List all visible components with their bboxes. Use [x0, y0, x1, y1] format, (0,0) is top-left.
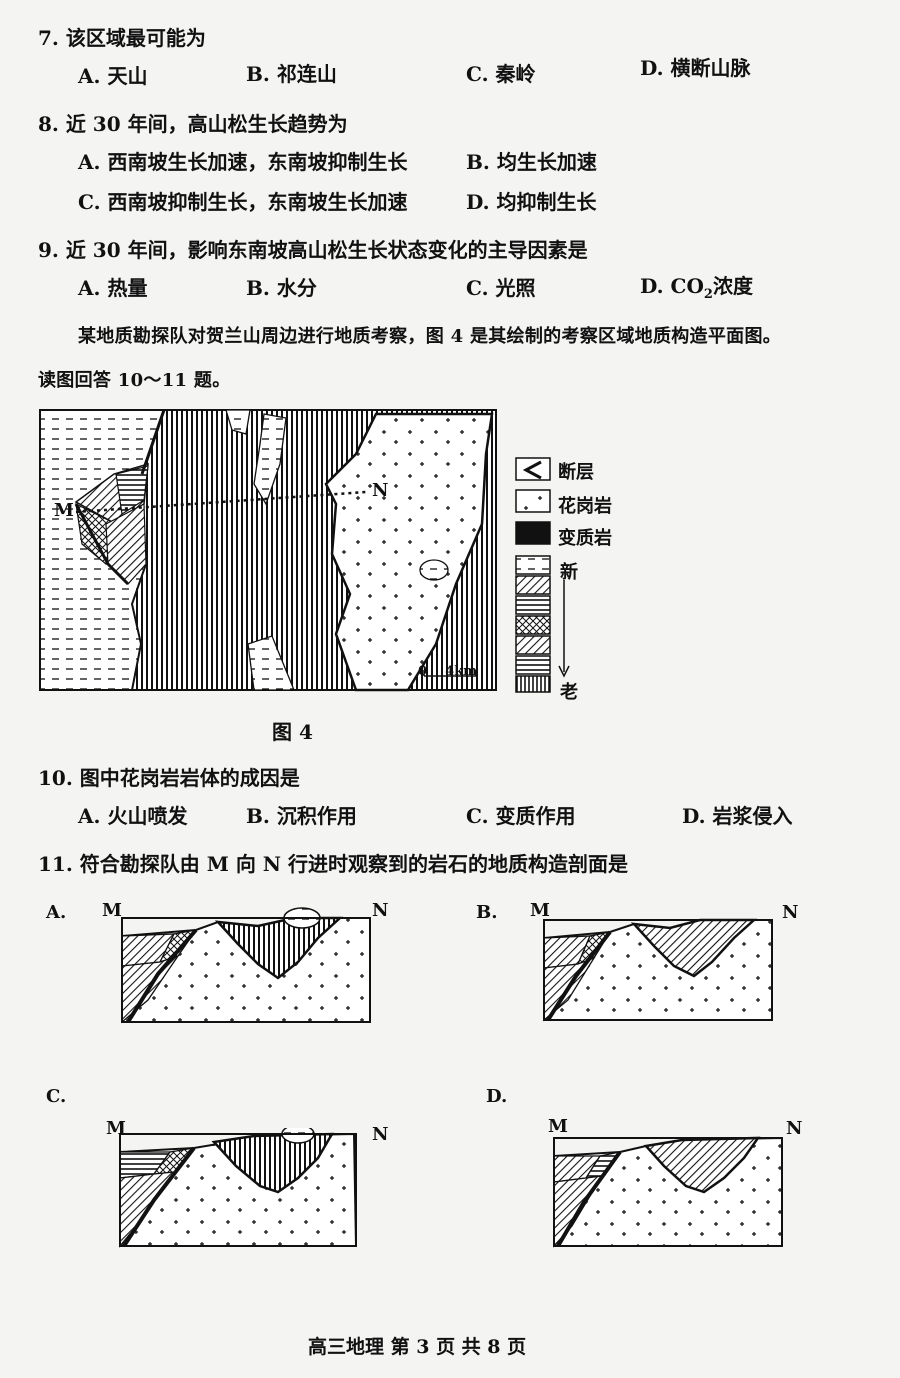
q8-option-b: B. 均生长加速: [466, 150, 597, 174]
legend-new: 新: [560, 562, 578, 583]
figure4-legend: [515, 457, 570, 693]
q7-option-a: A. 天山: [78, 64, 148, 88]
section-b-m: M: [530, 900, 550, 921]
q11-option-b-label: B.: [476, 902, 498, 923]
section-d: [553, 1136, 783, 1248]
q7-option-d: D. 横断山脉: [640, 56, 751, 80]
figure4-map: [39, 409, 570, 693]
q7-option-b: B. 祁连山: [246, 62, 337, 86]
page-footer: 高三地理 第 3 页 共 8 页: [308, 1336, 527, 1358]
q8-stem: 8. 近 30 年间，高山松生长趋势为: [38, 112, 348, 136]
section-d-m: M: [548, 1116, 568, 1137]
q9-option-d: D. CO2浓度: [640, 274, 753, 302]
q9-option-b: B. 水分: [246, 276, 317, 300]
q8-option-d: D. 均抑制生长: [466, 190, 597, 214]
q11-option-a-label: A.: [46, 902, 67, 923]
q9-stem: 9. 近 30 年间，影响东南坡高山松生长状态变化的主导因素是: [38, 238, 588, 262]
section-a-n: N: [372, 900, 389, 921]
figure4-scale: 0 4km: [418, 664, 477, 679]
q7-stem: 7. 该区域最可能为: [38, 26, 206, 50]
q10-stem: 10. 图中花岗岩岩体的成因是: [38, 766, 300, 790]
section-b: [543, 918, 773, 1022]
section-d-n: N: [786, 1118, 803, 1139]
intro-line1: 某地质勘探队对贺兰山周边进行地质考察，图 4 是其绘制的考察区域地质构造平面图。: [78, 326, 782, 347]
q7-option-c: C. 秦岭: [466, 62, 536, 86]
q11-option-c-label: C.: [46, 1086, 67, 1107]
q10-option-b: B. 沉积作用: [246, 804, 357, 828]
section-a-m: M: [102, 900, 122, 921]
section-a: [121, 907, 371, 1024]
figure4-m-label: M: [54, 500, 74, 521]
legend-old: 老: [560, 682, 578, 703]
legend-fault: 断层: [558, 462, 594, 483]
legend-granite: 花岗岩: [558, 496, 612, 517]
figure4-n-label: N: [372, 480, 389, 501]
section-c: [119, 1128, 358, 1248]
q11-stem: 11. 符合勘探队由 M 向 N 行进时观察到的岩石的地质构造剖面是: [38, 852, 629, 876]
q9-option-c: C. 光照: [466, 276, 536, 300]
q9-option-a: A. 热量: [78, 276, 148, 300]
q10-option-c: C. 变质作用: [466, 804, 576, 828]
section-b-n: N: [782, 902, 799, 923]
q8-option-a: A. 西南坡生长加速，东南坡抑制生长: [78, 150, 408, 174]
q11-option-d-label: D.: [486, 1086, 508, 1107]
q8-option-c: C. 西南坡抑制生长，东南坡生长加速: [78, 190, 408, 214]
section-c-n: N: [372, 1124, 389, 1145]
q10-option-a: A. 火山喷发: [78, 804, 188, 828]
figure4-caption: 图 4: [272, 720, 313, 744]
intro-line2: 读图回答 10～11 题。: [38, 370, 231, 391]
q10-option-d: D. 岩浆侵入: [682, 804, 793, 828]
legend-meta: 变质岩: [558, 528, 612, 549]
